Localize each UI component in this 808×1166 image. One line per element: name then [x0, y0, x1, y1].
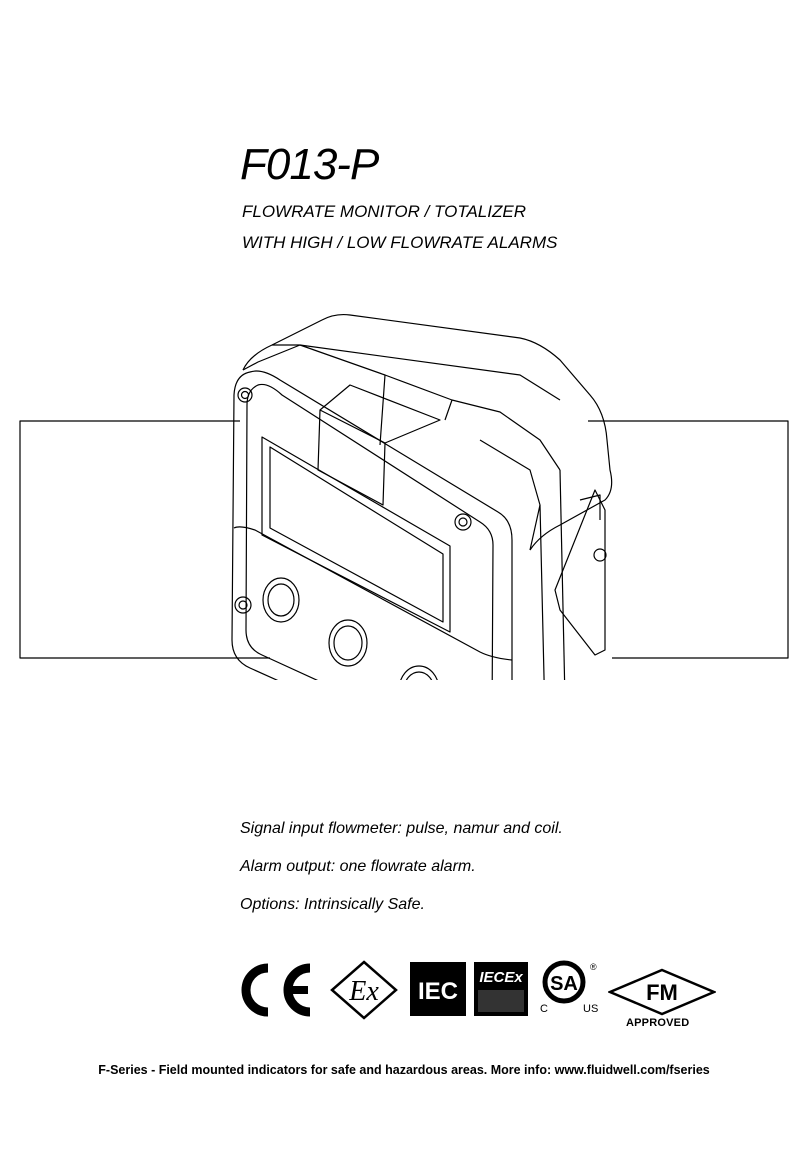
fm-approved-icon: FM: [608, 968, 716, 1016]
csa-c-label: C: [540, 1003, 548, 1015]
ce-mark-icon: [241, 963, 311, 1017]
svg-text:SA: SA: [550, 973, 578, 995]
product-title: F013-P: [240, 140, 379, 189]
svg-text:FM: FM: [646, 980, 678, 1005]
iec-logo-icon: IEC: [410, 962, 466, 1016]
svg-text:Ex: Ex: [348, 976, 379, 1007]
svg-text:IECEx: IECEx: [479, 969, 523, 986]
footer-text: F-Series - Field mounted indicators for …: [98, 1063, 710, 1077]
subtitle-line-2: WITH HIGH / LOW FLOWRATE ALARMS: [242, 233, 558, 252]
svg-text:IEC: IEC: [418, 978, 458, 1005]
csa-us-label: US: [583, 1003, 599, 1015]
svg-text:®: ®: [590, 962, 597, 972]
device-illustration: [19, 313, 789, 680]
feature-signal-input: Signal input flowmeter: pulse, namur and…: [240, 820, 563, 837]
csa-logo-icon: SA ®: [542, 960, 597, 1004]
subtitle-line-1: FLOWRATE MONITOR / TOTALIZER: [242, 202, 526, 221]
fm-approved-label: APPROVED: [626, 1017, 690, 1029]
feature-alarm-output: Alarm output: one flowrate alarm.: [240, 858, 476, 875]
iecex-logo-icon: IECEx: [474, 962, 528, 1016]
feature-options: Options: Intrinsically Safe.: [240, 896, 425, 913]
ex-mark-icon: Ex: [330, 960, 398, 1020]
